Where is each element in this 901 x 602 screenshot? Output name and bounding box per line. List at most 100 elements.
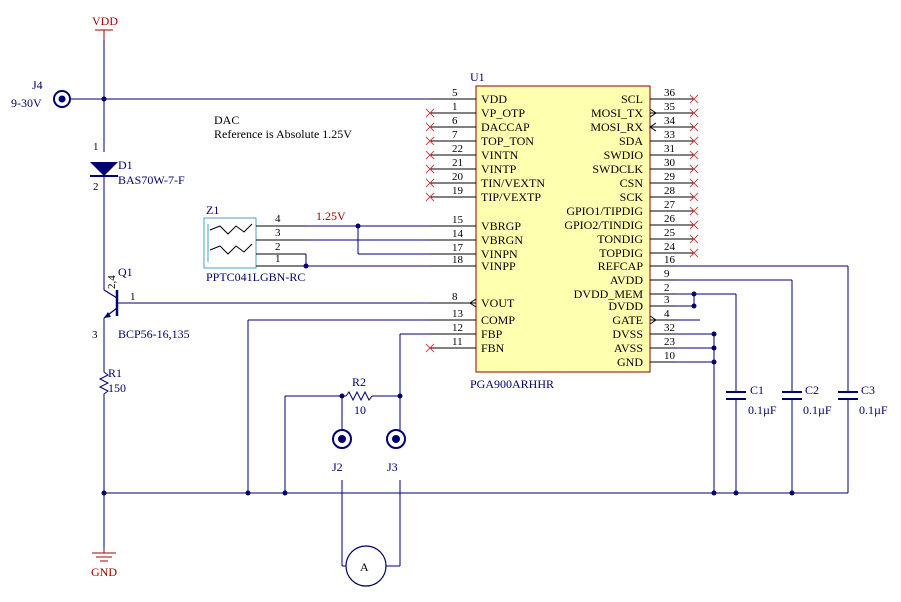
pin-name: SCL [621, 92, 643, 106]
no-connect-marker [425, 108, 435, 118]
no-connect-marker [425, 178, 435, 188]
pin-number: 23 [664, 336, 676, 348]
ic-pin-vinpn[interactable]: 17 VINPN [430, 242, 518, 261]
r1-ref: R1 [108, 366, 122, 380]
pin-number: 27 [664, 199, 676, 211]
no-connect-marker [689, 136, 699, 146]
pin-name: REFCAP [598, 259, 644, 273]
c3-capacitor[interactable]: C3 0.1µF [838, 383, 888, 493]
pin-name: GATE [612, 313, 643, 327]
ammeter[interactable]: A [345, 545, 387, 587]
pin-number: 16 [664, 254, 676, 266]
ic-pin-vp-otp[interactable]: 1 VP_OTP [430, 101, 525, 120]
pin-name: MOSI_RX [590, 120, 643, 134]
pin-number: 1 [452, 101, 458, 113]
pin-number: 10 [664, 350, 676, 362]
pin-number: 13 [452, 308, 464, 320]
pin-number: 17 [452, 242, 464, 254]
no-connect-marker [425, 122, 435, 132]
pin-name: GND [617, 355, 643, 369]
r1-resistor[interactable]: R1 150 [98, 366, 126, 398]
ammeter-symbol: A [360, 560, 369, 574]
j3-jack[interactable]: J3 [386, 429, 406, 474]
pin-name: AVSS [614, 341, 643, 355]
j4-connector[interactable]: J4 9-30V [11, 78, 71, 110]
pin-name: TIP/VEXTP [481, 190, 541, 204]
z1-sensor[interactable]: Z1 4 3 2 1 PPTC041LGBN-RC [203, 203, 306, 284]
r2-resistor[interactable]: R2 10 [285, 375, 400, 417]
no-connect-marker [425, 343, 435, 353]
no-connect-marker [689, 248, 699, 258]
no-connect-marker [425, 150, 435, 160]
no-connect-marker [689, 108, 699, 118]
pin-name: VP_OTP [481, 106, 525, 120]
pin-name: DVDD [608, 299, 643, 313]
no-connect-marker [689, 164, 699, 174]
no-connect-marker [689, 150, 699, 160]
pin-number: 15 [452, 214, 464, 226]
ic-pin-vdd[interactable]: 5 VDD [430, 87, 507, 106]
pin-name: VDD [481, 92, 507, 106]
c1-capacitor[interactable]: C1 0.1µF [726, 383, 777, 493]
junction-dot [711, 345, 717, 351]
c2-capacitor[interactable]: C2 0.1µF [782, 383, 832, 493]
q1-transistor[interactable]: Q1 2,4 1 3 BCP56-16,135 [92, 265, 190, 341]
pin-name: GPIO2/TINDIG [564, 218, 643, 232]
z1-ref: Z1 [206, 203, 219, 217]
no-connect-markers-left [425, 108, 435, 353]
j3-ref: J3 [387, 460, 398, 474]
junction-dot [101, 96, 107, 102]
dac-note: DAC Reference is Absolute 1.25V [214, 113, 352, 141]
pin-number: 14 [452, 228, 464, 240]
pin-name: VINPN [481, 247, 518, 261]
q1-pin-c: 2,4 [106, 275, 118, 289]
pin-name: DVDD_MEM [574, 287, 644, 301]
c3-value: 0.1µF [859, 403, 888, 417]
note-line-2: Reference is Absolute 1.25V [214, 127, 352, 141]
no-connect-marker [689, 234, 699, 244]
ic-pin-gpio1-tipdig[interactable]: 27 GPIO1/TIPDIG [566, 199, 694, 218]
c1-value: 0.1µF [748, 403, 777, 417]
c1-ref: C1 [750, 383, 764, 397]
pin-number: 2 [664, 282, 670, 294]
d1-ref: D1 [118, 158, 133, 172]
junction-dot [355, 223, 361, 229]
pin-number: 5 [452, 87, 458, 99]
pin-name: GPIO1/TIPDIG [566, 204, 643, 218]
r1-value: 150 [108, 381, 126, 395]
d1-diode[interactable]: 1 2 D1 BAS70W-7-F [90, 141, 185, 193]
j2-jack[interactable]: J2 [332, 429, 352, 474]
no-connect-marker [425, 164, 435, 174]
pin-number: 9 [664, 268, 670, 280]
pin-number: 8 [452, 291, 458, 303]
c2-value: 0.1µF [803, 403, 832, 417]
pin-number: 3 [664, 294, 670, 306]
pin-name: VINPP [481, 259, 516, 273]
